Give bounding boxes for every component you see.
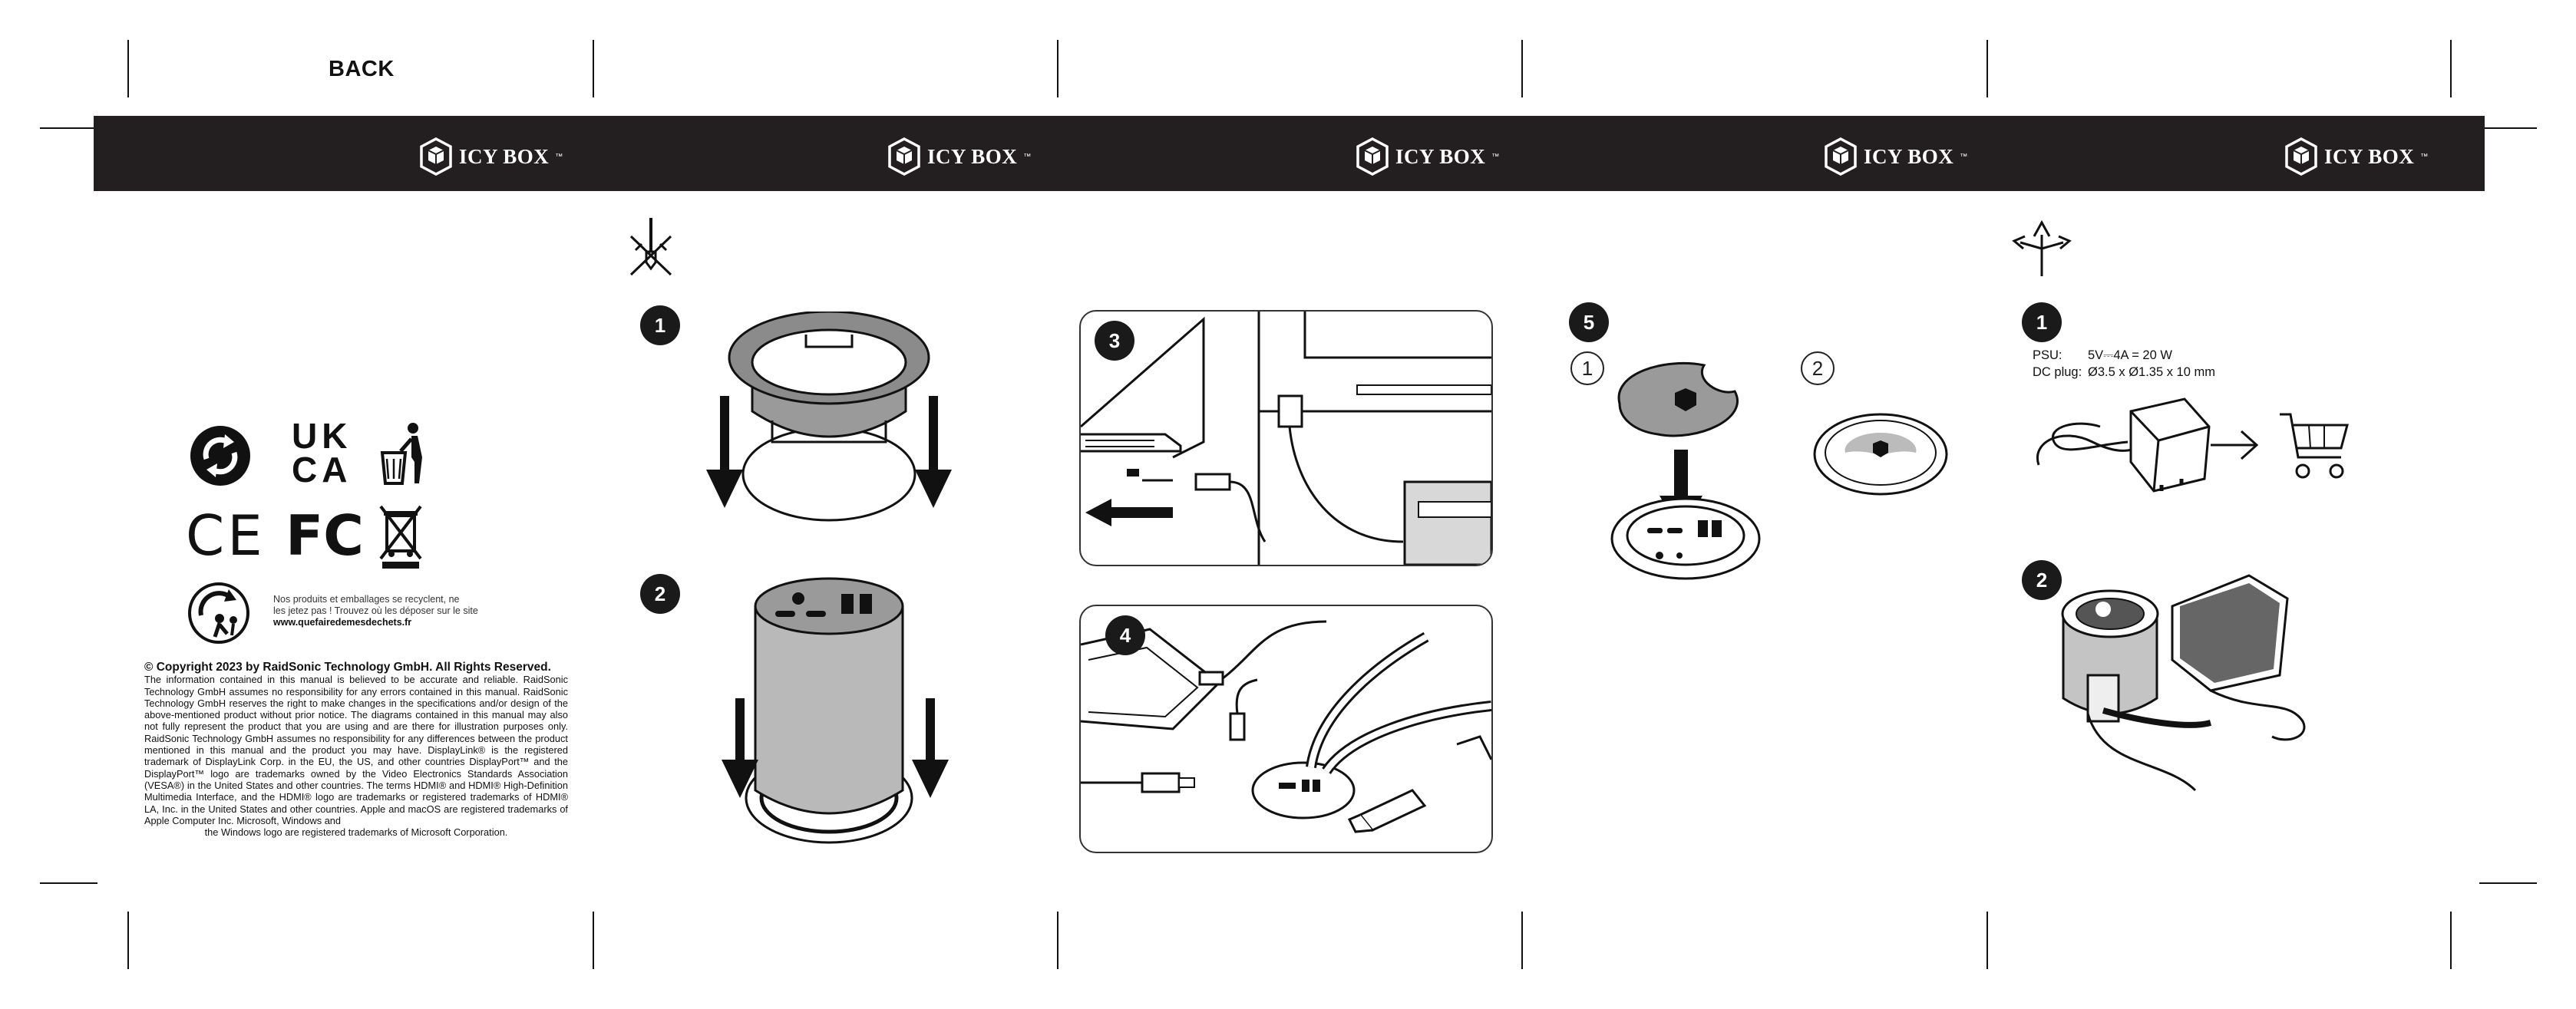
copyright-heading: © Copyright 2023 by RaidSonic Technology… <box>144 661 551 674</box>
step-badge: 2 <box>640 574 680 614</box>
copyright-body: The information contained in this manual… <box>144 674 568 826</box>
triman-icon <box>188 582 249 644</box>
options-arrows-icon <box>2012 219 2072 276</box>
cube-logo-icon <box>1825 137 1857 176</box>
step-badge: 3 <box>1095 321 1134 361</box>
crop-mark <box>127 912 129 969</box>
crop-mark <box>40 882 97 884</box>
shopping-cart-icon <box>2280 413 2349 479</box>
crop-mark <box>1986 40 1988 97</box>
crop-mark <box>1986 912 1988 969</box>
step-4-panel: 4 <box>1079 605 1493 853</box>
crop-mark <box>1057 912 1058 969</box>
grommet-insert-illustration <box>706 312 952 522</box>
crop-mark <box>593 912 594 969</box>
step-badge: 4 <box>1105 615 1145 655</box>
crop-mark <box>2450 40 2452 97</box>
recycle-note-line: Nos produits et emballages se recyclent,… <box>273 594 460 605</box>
crop-mark <box>593 40 594 97</box>
back-label: BACK <box>329 57 395 81</box>
recycling-icon <box>190 426 250 486</box>
brand-name: ICY BOX <box>1864 144 1954 168</box>
ce-mark: CE <box>186 503 266 568</box>
step-badge: 1 <box>2022 302 2062 342</box>
ukca-line: UK <box>292 416 352 456</box>
cube-logo-icon <box>888 137 920 176</box>
psu-label: PSU: <box>2033 348 2062 362</box>
crop-mark <box>1521 40 1523 97</box>
brand-name: ICY BOX <box>1395 144 1486 168</box>
sub-step-badge: 2 <box>1801 351 1835 385</box>
cube-logo-icon <box>420 137 452 176</box>
crop-mark <box>1521 912 1523 969</box>
hub-power-illustration <box>2061 574 2306 792</box>
psu-value: 5V⎓4A = 20 W <box>2088 348 2172 362</box>
brand-name: ICY BOX <box>2324 144 2415 168</box>
fcc-mark: FC <box>286 503 365 568</box>
cube-logo-icon <box>2285 137 2317 176</box>
step-3-panel: 3 <box>1079 310 1493 566</box>
step-badge: 2 <box>2022 560 2062 600</box>
hub-insert-illustration <box>722 577 949 844</box>
brand-name: ICY BOX <box>927 144 1018 168</box>
tidyman-icon <box>380 423 422 485</box>
right-arrow-icon <box>2211 430 2259 460</box>
brand-name: ICY BOX <box>459 144 550 168</box>
crop-mark <box>40 127 97 129</box>
psu-specs: PSU: 5V⎓4A = 20 W DC plug: Ø3.5 x Ø1.35 x … <box>2033 347 2215 381</box>
cube-logo-icon <box>1356 137 1389 176</box>
step-badge: 1 <box>640 305 680 345</box>
weee-bin-icon <box>379 505 422 569</box>
laptop-connection-illustration <box>1081 312 1491 565</box>
step-badge: 5 <box>1569 302 1609 342</box>
cover-closed-illustration <box>1813 413 1948 496</box>
cover-attach-illustration <box>1610 361 1761 580</box>
crop-mark <box>2479 127 2537 129</box>
crop-mark <box>2479 882 2537 884</box>
brand-banner <box>94 116 2485 191</box>
recycle-note: Nos produits et emballages se recyclent,… <box>273 594 496 628</box>
ukca-mark: UK CA <box>292 416 352 490</box>
psu-adapter-illustration <box>2036 397 2211 493</box>
recycle-note-line: les jetez pas ! Trouvez où les déposer s… <box>273 605 478 616</box>
plug-value: Ø3.5 x Ø1.35 x 10 mm <box>2088 365 2215 379</box>
crop-mark <box>127 40 129 97</box>
ukca-line: CA <box>292 450 352 490</box>
crop-mark <box>1057 40 1058 97</box>
recycle-website: www.quefairedemesdechets.fr <box>273 617 412 628</box>
sub-step-badge: 1 <box>1570 351 1604 385</box>
crop-mark <box>2450 912 2452 969</box>
copyright-last-line: the Windows logo are registered trademar… <box>204 826 508 839</box>
no-tools-icon <box>629 218 672 276</box>
copyright-block: © Copyright 2023 by RaidSonic Technology… <box>144 661 568 839</box>
plug-label: DC plug: <box>2033 365 2082 379</box>
